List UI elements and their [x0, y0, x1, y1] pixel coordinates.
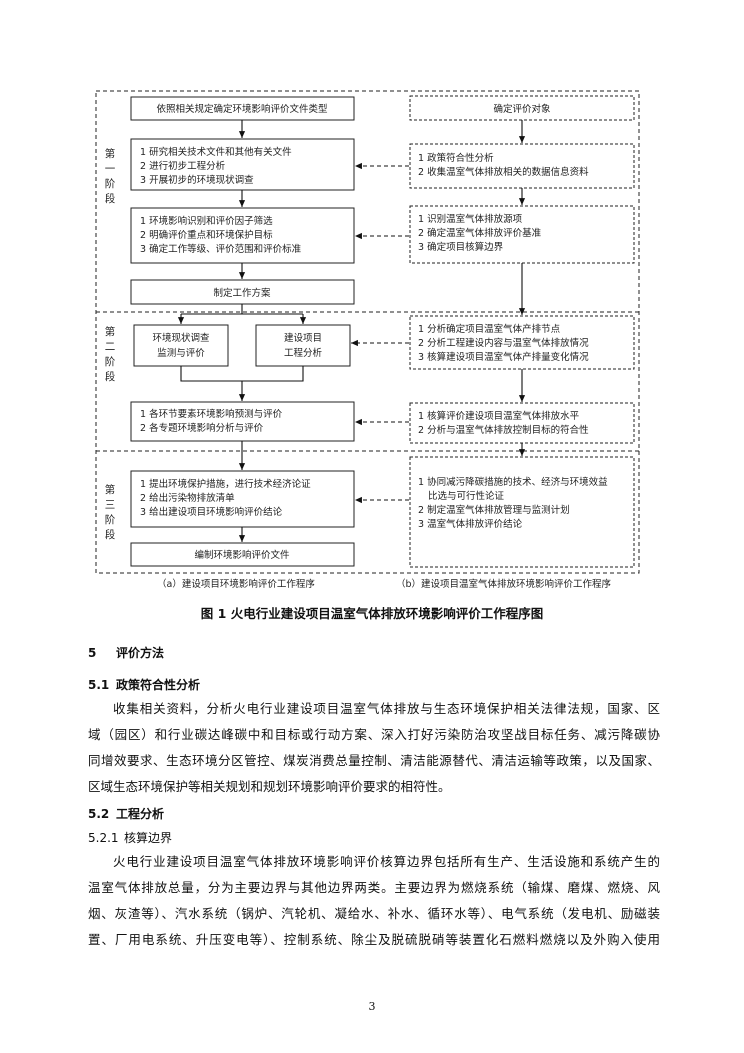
box-study-docs-line: 3 开展初步的环境现状调查 — [140, 174, 254, 186]
paragraph-boundary: 火电行业建设项目温室气体排放环境影响评价核算边界包括所有生产、生活设施和系统产生… — [88, 849, 660, 953]
stage-label-1: 第 一 阶 段 — [105, 147, 116, 205]
box-policy-data — [409, 143, 635, 189]
box-sources-line: 1 识别温室气体排放源项 — [418, 213, 523, 225]
box-study-docs — [130, 138, 355, 191]
box-study-docs-line: 1 研究相关技术文件和其他有关文件 — [140, 146, 292, 158]
box-emission-nodes — [409, 315, 635, 370]
paragraph-line: 温室气体排放总量，分为主要边界与其他边界两类。主要边界为燃烧系统（输煤、磨煤、燃… — [88, 880, 660, 895]
box-protection-line: 2 给出污染物排放清单 — [140, 492, 235, 504]
box-level-line: 2 分析与温室气体排放控制目标的符合性 — [418, 424, 589, 436]
svg-text:段: 段 — [105, 528, 116, 541]
box-env-survey-line: 环境现状调查 — [152, 332, 210, 344]
box-impact-line: 2 明确评价重点和环境保护目标 — [140, 229, 273, 241]
box-impact-line: 1 环境影响识别和评价因子筛选 — [140, 215, 273, 227]
paragraph-line: 区域生态环境保护等相关规划和规划环境影响评价要求的相符性。 — [88, 779, 451, 794]
merge-line — [180, 366, 304, 382]
workflow-diagram: 第 一 阶 段 第 二 阶 段 第 三 阶 段 — [95, 90, 640, 590]
svg-text:第: 第 — [105, 483, 116, 496]
section-5-2-1-heading: 5.2.1 核算边界 — [88, 829, 172, 846]
box-level-line: 1 核算评价建设项目温室气体排放水平 — [418, 410, 580, 422]
box-prediction-line: 2 各专题环境影响分析与评价 — [140, 422, 264, 434]
section-title: 评价方法 — [116, 646, 165, 660]
section-title: 核算边界 — [124, 831, 173, 845]
box-compile-report — [130, 542, 355, 567]
section-5-heading: 5 评价方法 — [88, 644, 164, 661]
box-mitigation-line: 3 温室气体排放评价结论 — [418, 518, 523, 530]
section-title: 工程分析 — [116, 807, 165, 821]
box-protection-measures — [130, 470, 355, 528]
box-nodes-line: 3 核算建设项目温室气体产排量变化情况 — [418, 351, 589, 363]
box-project-analysis-line: 工程分析 — [284, 347, 323, 359]
page-number: 3 — [368, 1000, 376, 1013]
box-prediction — [130, 401, 355, 442]
svg-text:段: 段 — [105, 370, 116, 383]
svg-text:阶: 阶 — [105, 355, 116, 368]
box-sources-line: 2 确定温室气体排放评价基准 — [418, 227, 542, 239]
caption-a: （a）建设项目环境影响评价工作程序 — [157, 578, 315, 590]
box-emission-level — [409, 402, 635, 444]
svg-text:第: 第 — [105, 147, 116, 160]
box-mitigation-line: 2 制定温室气体排放管理与监测计划 — [418, 504, 570, 516]
box-mitigation-measures — [409, 456, 635, 568]
paragraph-line: 域（园区）和行业碳达峰碳中和目标或行动方案、深入打好污染防治攻坚战目标任务、减污… — [88, 727, 660, 742]
box-nodes-line: 2 分析工程建设内容与温室气体排放情况 — [418, 337, 589, 349]
box-prediction-line: 1 各环节要素环境影响预测与评价 — [140, 408, 283, 420]
section-number: 5.1 — [88, 678, 110, 692]
box-mitigation-line: 1 协同减污降碳措施的技术、经济与环境效益 — [418, 476, 608, 488]
figure-title: 图 1 火电行业建设项目温室气体排放环境影响评价工作程序图 — [200, 606, 544, 621]
section-5-1-heading: 5.1 政策符合性分析 — [88, 676, 200, 693]
box-compile-report-text: 编制环境影响评价文件 — [194, 549, 290, 561]
diagram-frame — [95, 90, 640, 574]
section-number: 5.2.1 — [88, 831, 119, 845]
box-work-plan-text: 制定工作方案 — [213, 287, 271, 299]
box-project-analysis — [255, 324, 351, 367]
paragraph-line: 烟、灰渣等）、汽水系统（锅炉、汽轮机、凝给水、补水、循环水等）、电气系统（发电机… — [88, 906, 660, 921]
box-study-docs-line: 2 进行初步工程分析 — [140, 160, 226, 172]
box-doc-type-text: 依照相关规定确定环境影响评价文件类型 — [156, 103, 328, 115]
box-policy-line: 2 收集温室气体排放相关的数据信息资料 — [418, 166, 589, 178]
box-work-plan — [130, 279, 355, 305]
section-5-2-heading: 5.2 工程分析 — [88, 805, 164, 822]
box-nodes-line: 1 分析确定项目温室气体产排节点 — [418, 323, 561, 335]
paragraph-policy: 收集相关资料，分析火电行业建设项目温室气体排放与生态环境保护相关法律法规，国家、… — [88, 696, 660, 800]
stage-label-3: 第 三 阶 段 — [105, 483, 116, 541]
section-title: 政策符合性分析 — [116, 678, 201, 692]
box-protection-line: 3 给出建设项目环境影响评价结论 — [140, 506, 283, 518]
box-eval-object-text: 确定评价对象 — [493, 103, 551, 115]
box-mitigation-line: 比选与可行性论证 — [428, 490, 505, 502]
svg-text:二: 二 — [105, 341, 116, 353]
box-env-survey-line: 监测与评价 — [157, 347, 205, 359]
box-policy-line: 1 政策符合性分析 — [418, 152, 494, 164]
box-impact-line: 3 确定工作等级、评价范围和评价标准 — [140, 243, 302, 255]
section-number: 5.2 — [88, 807, 110, 821]
box-eval-object — [409, 95, 635, 121]
paragraph-line: 收集相关资料，分析火电行业建设项目温室气体排放与生态环境保护相关法律法规，国家、… — [113, 701, 660, 716]
paragraph-line: 同增效要求、生态环境分区管控、煤炭消费总量控制、清洁能源替代、清洁运输等政策，以… — [88, 753, 660, 768]
box-protection-line: 1 提出环境保护措施，进行技术经济论证 — [140, 478, 311, 490]
svg-text:三: 三 — [105, 499, 116, 511]
stage-label-2: 第 二 阶 段 — [105, 325, 116, 383]
svg-text:第: 第 — [105, 325, 116, 338]
box-sources-line: 3 确定项目核算边界 — [418, 241, 504, 253]
paragraph-line: 火电行业建设项目温室气体排放环境影响评价核算边界包括所有生产、生活设施和系统产生… — [113, 854, 660, 869]
paragraph-line: 置、厂用电系统、升压变电等）、控制系统、除尘及脱硫脱硝等装置化石燃料燃烧以及外购… — [88, 932, 660, 947]
box-project-analysis-line: 建设项目 — [284, 332, 322, 344]
svg-text:阶: 阶 — [105, 177, 116, 190]
svg-text:一: 一 — [105, 163, 116, 175]
caption-b: （b）建设项目温室气体排放环境影响评价工作程序 — [396, 578, 612, 590]
box-emission-sources — [409, 205, 635, 264]
svg-text:段: 段 — [105, 192, 116, 205]
box-env-survey — [133, 324, 229, 367]
svg-text:阶: 阶 — [105, 513, 116, 526]
section-number: 5 — [88, 646, 97, 660]
